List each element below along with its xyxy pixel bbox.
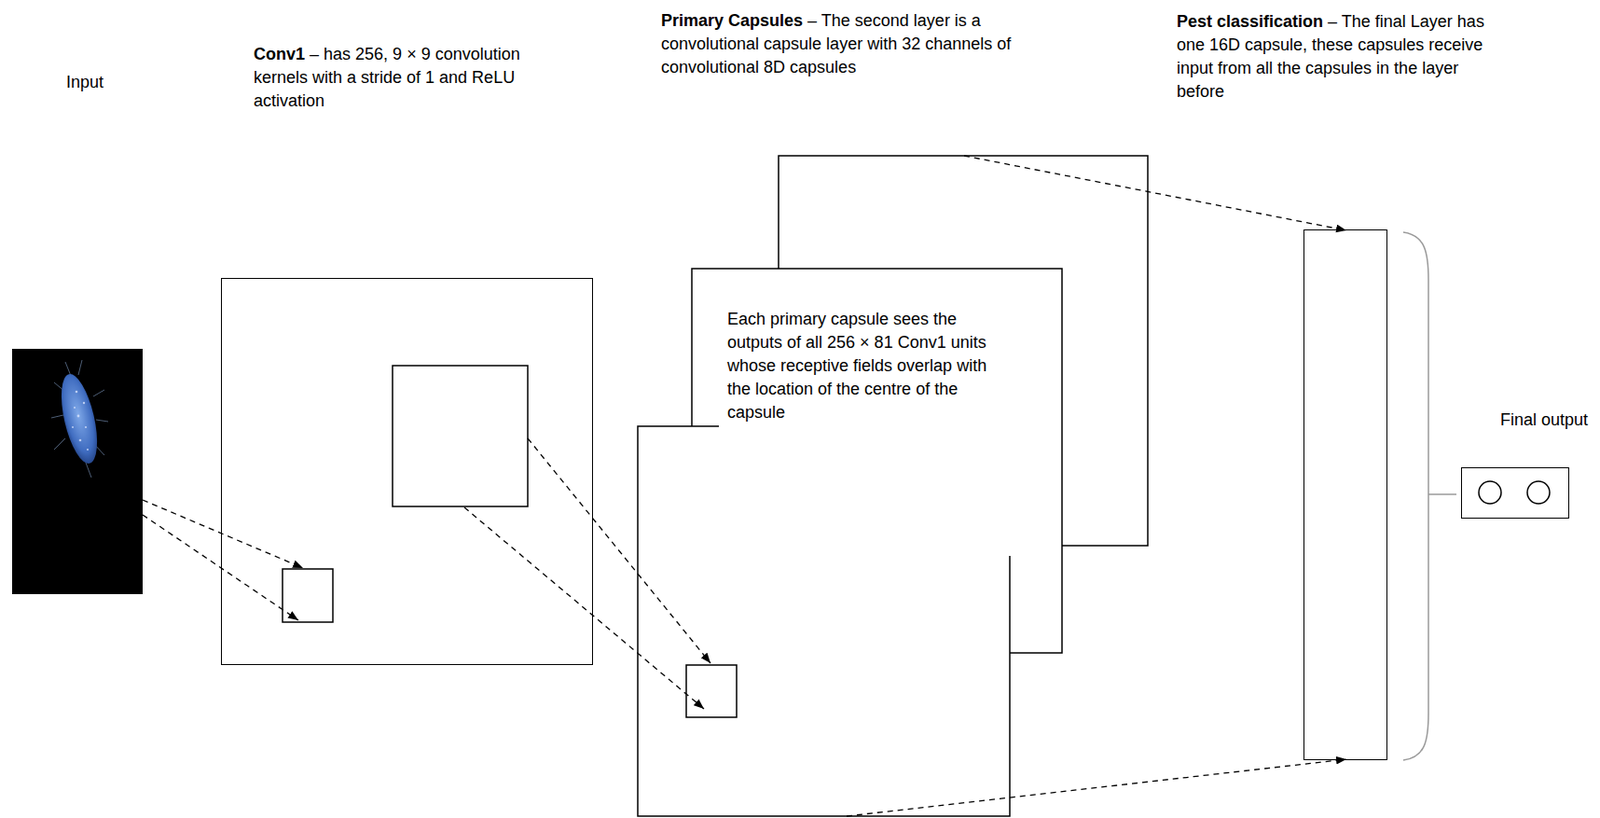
output-label: Final output bbox=[1500, 408, 1588, 432]
layer-title: Primary Capsules bbox=[661, 11, 803, 30]
dashed-arrow bbox=[964, 155, 1347, 231]
description-text: Final output bbox=[1500, 410, 1588, 429]
input-label: Input bbox=[66, 70, 104, 95]
insect-speckles bbox=[71, 390, 89, 451]
layer-caption: Primary Capsules– The second layer is a … bbox=[661, 9, 1072, 80]
output-circle bbox=[1478, 481, 1502, 504]
layer-title: Pest classification bbox=[1176, 12, 1324, 31]
output-box: Final output bbox=[1461, 467, 1570, 519]
conv-window-square bbox=[392, 365, 528, 507]
layer-title: Conv1 bbox=[253, 44, 305, 64]
description-text: Input bbox=[66, 72, 104, 92]
capsule-sheet-middle bbox=[691, 268, 1063, 653]
capsule-sheet-front bbox=[637, 426, 1010, 816]
dashed-arrow bbox=[142, 499, 304, 568]
capsule-note: Each primary capsule sees the outputs of… bbox=[727, 307, 1004, 425]
layer-caption: Conv1– has 256, 9 × 9 convolution kernel… bbox=[253, 42, 562, 113]
output-circle bbox=[1527, 481, 1550, 504]
capsule-layer-stack: Primary Capsules– The second layer is a … bbox=[637, 9, 1148, 816]
dashed-arrow bbox=[464, 507, 704, 709]
input-photo bbox=[12, 348, 143, 594]
dashed-arrow bbox=[527, 438, 711, 663]
input-image: Input bbox=[12, 348, 143, 594]
output-bracket bbox=[1403, 232, 1429, 760]
capsule-square bbox=[686, 664, 737, 718]
capsule-stack bbox=[637, 155, 1148, 816]
insect-body bbox=[54, 371, 104, 468]
bracket-tick bbox=[1428, 493, 1457, 496]
dashed-arrow bbox=[846, 758, 1347, 816]
class-capsule-box: Pest classification– The final Layer has… bbox=[1303, 229, 1388, 760]
description-text: Each primary capsule sees the outputs of… bbox=[727, 309, 987, 422]
insect-legs bbox=[51, 359, 109, 478]
conv-layer-box: Conv1– has 256, 9 × 9 convolution kernel… bbox=[220, 277, 594, 665]
layer-caption: Pest classification– The final Layer has… bbox=[1176, 10, 1485, 104]
